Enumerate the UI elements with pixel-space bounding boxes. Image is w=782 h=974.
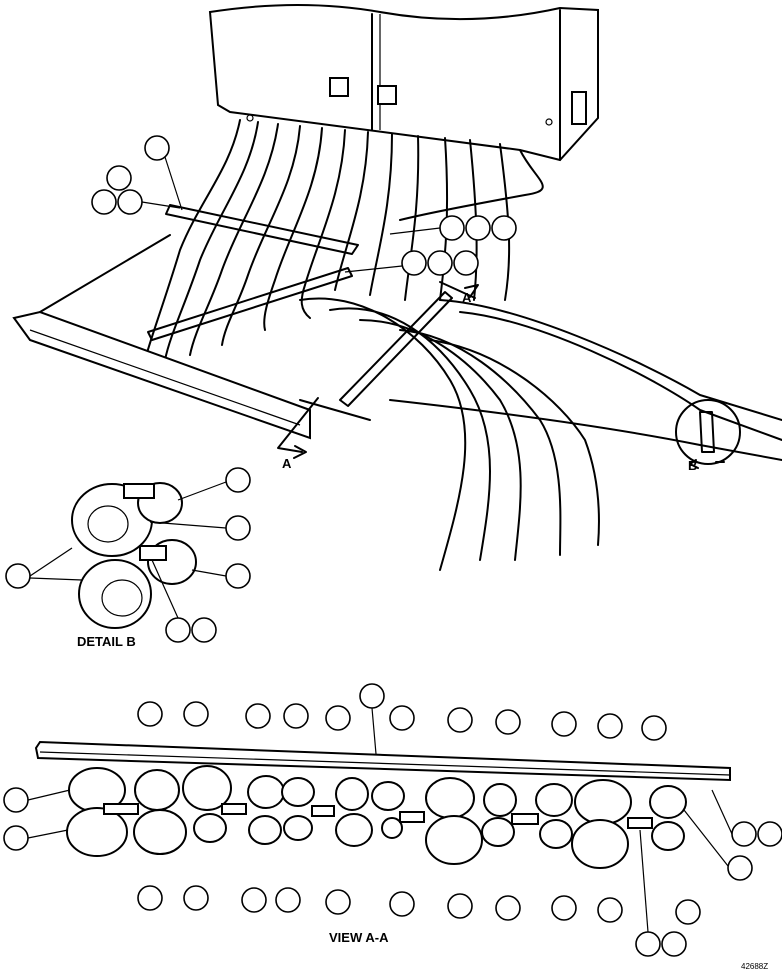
- detail-b-caption: DETAIL B: [77, 634, 136, 649]
- section-label-a-bottom: A: [282, 456, 292, 471]
- clamp-bars: [147, 204, 453, 421]
- cable-harness: [144, 119, 782, 571]
- equipment-cabinet: [208, 4, 599, 162]
- detail-b-drawing: [71, 482, 197, 629]
- cable-tray: [12, 234, 311, 440]
- view-a-a-callouts: [3, 683, 782, 957]
- section-line-a: [277, 281, 479, 459]
- detail-b-callouts: [5, 467, 251, 643]
- view-a-a-caption: VIEW A-A: [329, 930, 389, 945]
- detail-b-circle: [675, 399, 741, 469]
- view-a-a-drawing: [34, 740, 731, 869]
- section-label-a-top: A: [462, 290, 472, 305]
- top-callouts: [91, 135, 517, 276]
- figure-number: 42688Z: [741, 962, 768, 971]
- detail-arrow-label-b: B: [688, 458, 697, 473]
